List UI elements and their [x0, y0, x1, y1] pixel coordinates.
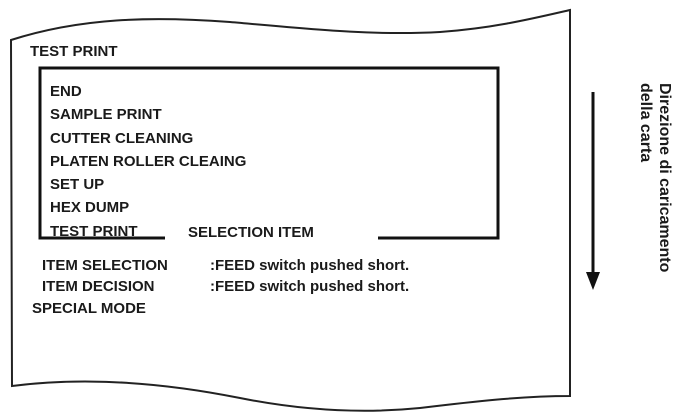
- menu-item-platen-roller-cleaning: PLATEN ROLLER CLEAING: [50, 152, 247, 170]
- paper-direction-label: Direzione di caricamento della carta: [618, 83, 678, 353]
- paper-title: TEST PRINT: [30, 43, 118, 60]
- arrow-down-icon: [586, 92, 600, 290]
- selection-box: [38, 66, 500, 240]
- menu-item-test-print: TEST PRINT: [50, 222, 138, 240]
- menu-item-cutter-cleaning: CUTTER CLEANING: [50, 129, 194, 147]
- item-selection-value: :FEED switch pushed short.: [210, 257, 410, 274]
- direction-line-2: della carta: [637, 83, 654, 163]
- paper-outline: [9, 8, 571, 412]
- menu-item-set-up: SET UP: [50, 176, 105, 194]
- direction-line-1: Direzione di caricamento: [656, 83, 673, 273]
- item-decision-value: :FEED switch pushed short.: [210, 278, 410, 295]
- item-selection-label: ITEM SELECTION: [42, 257, 168, 274]
- paper-direction-text: Direzione di caricamento della carta: [636, 83, 674, 272]
- selection-menu: END SAMPLE PRINT CUTTER CLEANING PLATEN …: [50, 80, 246, 243]
- special-mode-label: SPECIAL MODE: [32, 300, 146, 317]
- item-decision-label: ITEM DECISION: [42, 278, 155, 295]
- selection-item-caption: SELECTION ITEM: [188, 224, 314, 241]
- menu-item-sample-print: SAMPLE PRINT: [50, 106, 162, 124]
- menu-item-end: END: [50, 83, 82, 100]
- menu-item-hex-dump: HEX DUMP: [50, 199, 130, 217]
